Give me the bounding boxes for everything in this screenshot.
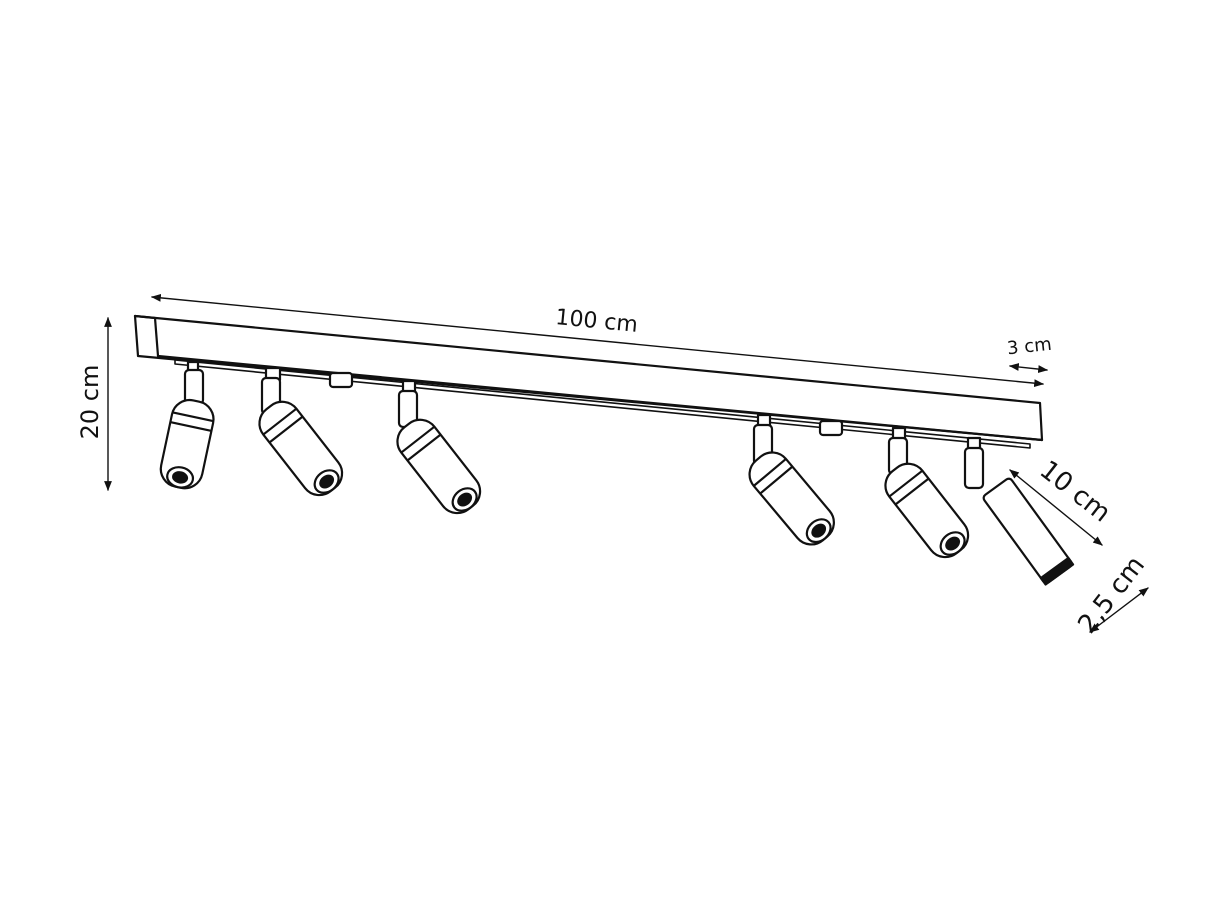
spot-length-label: 10 cm [1034, 455, 1116, 528]
length-dimension-line [151, 293, 1044, 388]
spot-light-2 [258, 366, 344, 497]
height-label: 20 cm [76, 365, 104, 440]
length-label: 100 cm [554, 305, 639, 338]
dimension-lines [104, 293, 1149, 633]
depth-dimension-line [1009, 363, 1048, 373]
depth-label: 3 cm [1006, 334, 1053, 360]
spot-light-3 [396, 379, 482, 515]
spot-light-5 [884, 426, 970, 559]
spot-light-4 [748, 413, 835, 546]
spot-light-1 [159, 360, 215, 490]
spot-length-dimension-line [1009, 469, 1103, 546]
spot-diameter-dimension-line [1089, 587, 1149, 633]
